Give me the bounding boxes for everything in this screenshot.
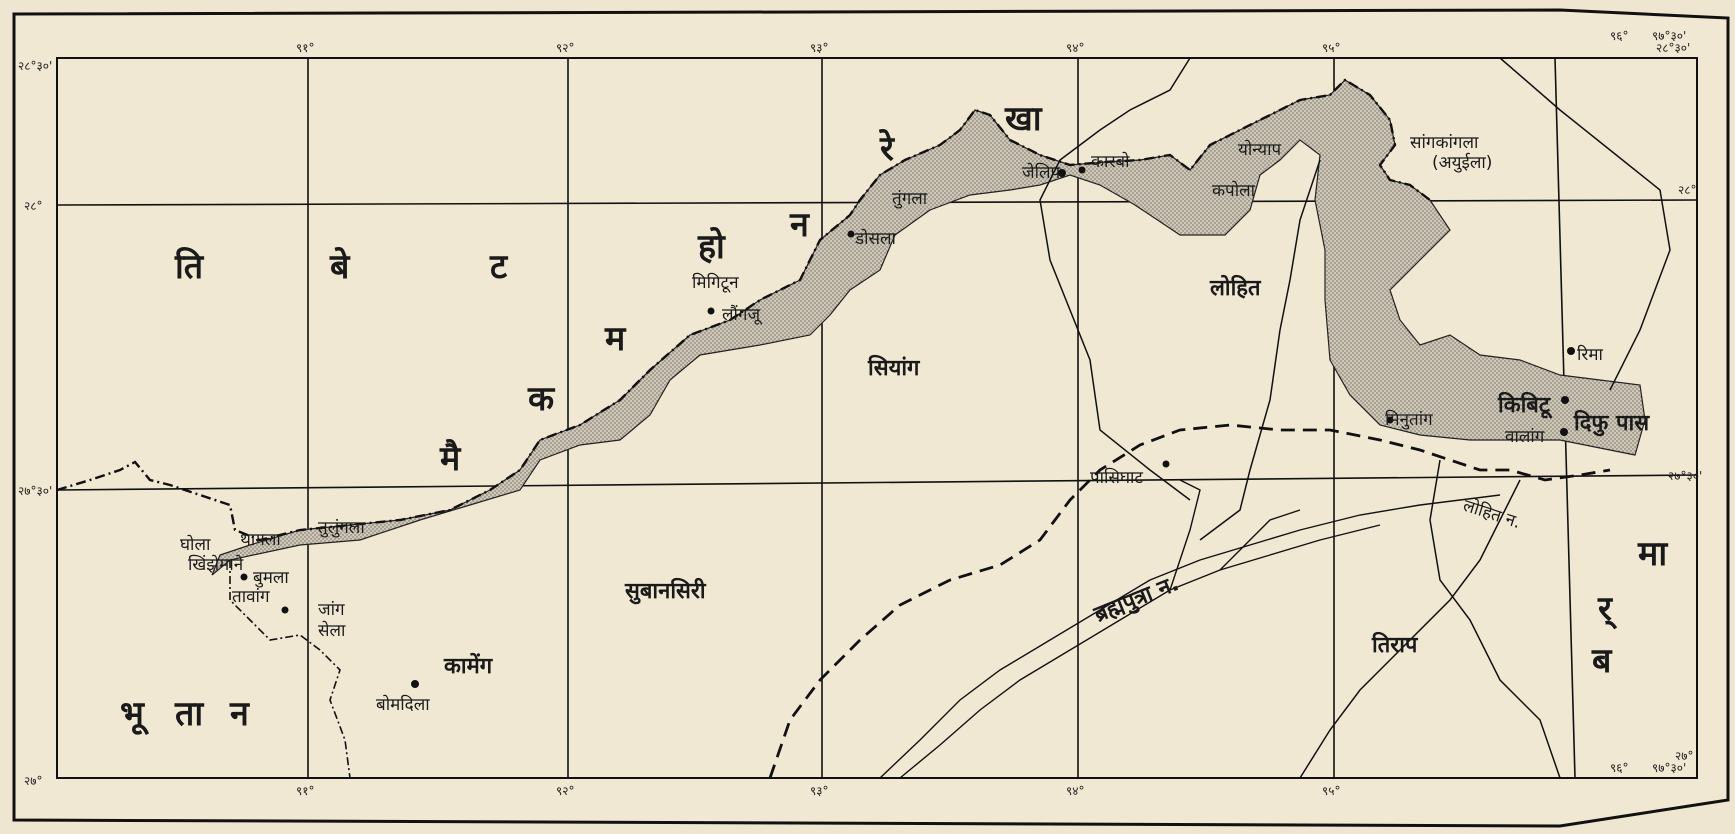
place-kibithoo: किबिटू — [1497, 391, 1553, 419]
lat-label-left-3: २७°३०' — [18, 484, 52, 498]
place-diphu-pass: दिफु पास — [1573, 409, 1650, 437]
lon-label-top-6: ९६° — [1610, 29, 1628, 43]
lon-label-top-2: ९२° — [556, 41, 574, 55]
lon-label-bottom-6: ९६° — [1610, 761, 1628, 775]
graticule — [56, 57, 1698, 779]
mcmahon-char-2: क — [527, 379, 556, 419]
map-frame — [56, 57, 1698, 779]
lon-label-top-7: ९७°३०' — [1652, 29, 1686, 43]
lon-label-bottom-5: ९५° — [1322, 784, 1340, 798]
mcmahon-line — [56, 78, 1431, 542]
lon-label-bottom-1: ९१° — [296, 784, 314, 798]
lat-label-left-4: २७° — [24, 774, 42, 788]
place-yonyap: योन्याप — [1238, 139, 1282, 160]
place-minutang: मिनुतांग — [1385, 409, 1433, 430]
lon-label-top-4: ९४° — [1066, 41, 1084, 55]
lon-label-bottom-2: ९२° — [556, 784, 574, 798]
lon-label-top-5: ९५° — [1322, 41, 1340, 55]
place-jang: जांग — [318, 600, 345, 620]
district-siang: सियांग — [867, 354, 921, 381]
lon-label-top-1: ९१° — [296, 41, 314, 55]
mcmahon-char-1: मै — [439, 438, 462, 479]
mcmahon-char-5: न — [789, 205, 810, 245]
place-sangkangla: सांगकांगला — [1410, 133, 1479, 153]
map-border — [12, 8, 1730, 828]
mcmahon-char-6: रे — [879, 128, 895, 169]
lat-label-left-2: २८° — [24, 199, 42, 213]
place-bumla: बुमला — [253, 568, 289, 588]
place-rima: रिमा — [1577, 344, 1604, 365]
rivers — [1039, 57, 1671, 779]
mcmahon-char-7: खा — [1004, 99, 1043, 139]
place-pasighat: पासिघाट — [1090, 467, 1143, 488]
place-migitun: मिगिटून — [692, 272, 739, 293]
lat-label-left-1: २८°३०' — [18, 59, 52, 73]
place-longju: लौंगजू — [722, 304, 763, 325]
country-bhutan-3: न — [229, 694, 250, 734]
bhutan-border — [229, 560, 351, 779]
lon-label-top-3: ९३° — [810, 41, 828, 55]
district-lohit: लोहित — [1209, 274, 1262, 301]
place-sela: सेला — [318, 620, 346, 641]
place-ghola: घोला — [180, 534, 211, 555]
country-burma-3: मा — [1637, 534, 1668, 574]
lat-label-right-4: २७° — [1675, 749, 1693, 763]
place-bomdila: बोमदिला — [376, 694, 430, 715]
country-bhutan-2: ता — [174, 694, 204, 734]
district-tirap: तिराप — [1371, 631, 1419, 658]
district-boundary — [768, 423, 1611, 779]
country-burma-1: ब — [1591, 641, 1613, 681]
lon-label-bottom-7: ९७°३०' — [1652, 761, 1686, 775]
place-karbo: कारबो — [1091, 151, 1130, 172]
lon-label-bottom-4: ९४° — [1066, 784, 1084, 798]
lon-label-bottom-3: ९३° — [810, 784, 828, 798]
place-thagla: थागला — [240, 530, 281, 550]
place-markers — [240, 166, 1575, 688]
place-khinzemane: खिंझेमाने — [188, 554, 244, 575]
district-subansiri: सुबानसिरी — [624, 577, 707, 605]
disputed-strip — [211, 79, 1646, 576]
place-adyula: (अयुईला) — [1432, 152, 1492, 173]
district-kameng: कामेंग — [443, 652, 494, 679]
country-tibet-3: ट — [489, 247, 509, 287]
place-kapla: कपोला — [1212, 180, 1256, 201]
place-tawang: तावांग — [232, 587, 270, 607]
place-tungla: तुंगला — [892, 189, 928, 209]
place-dosla: डोसला — [854, 228, 897, 249]
lat-label-right-1: २८°३०' — [1656, 41, 1690, 55]
mcmahon-char-4: हो — [697, 226, 726, 267]
place-walong: वालांग — [1505, 427, 1545, 447]
lat-label-right-3: २७°३०' — [1668, 469, 1702, 483]
mcmahon-char-3: म — [604, 319, 627, 359]
place-jelep: जेलिप — [1022, 162, 1061, 183]
lat-label-right-2: २८° — [1678, 183, 1696, 197]
country-tibet-1: ति — [174, 246, 205, 287]
country-tibet-2: बे — [329, 246, 351, 287]
brahmaputra-river — [879, 479, 1501, 779]
place-tulungla: तुलुंगला — [318, 518, 365, 538]
